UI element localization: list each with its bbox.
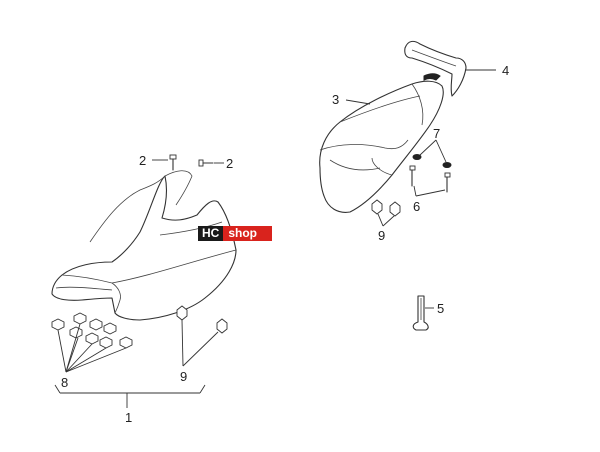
callout-9-front: 9 [180, 369, 187, 384]
callout-6: 6 [413, 199, 420, 214]
grommet-lower [442, 162, 452, 168]
nut-leaders [57, 323, 127, 373]
callout-9-rear: 9 [378, 228, 385, 243]
nut-cluster [51, 312, 133, 349]
callout-2-right: 2 [226, 156, 233, 171]
callout-5: 5 [437, 301, 444, 316]
front-seat [51, 170, 237, 321]
hcshop-watermark: HC shop [198, 226, 272, 241]
callout-2-left: 2 [139, 153, 146, 168]
screw-lower [198, 159, 214, 167]
latch-bracket [412, 295, 429, 331]
grommet-upper [412, 154, 422, 160]
watermark-hc: HC [198, 226, 224, 241]
part1-bracket [54, 384, 206, 408]
grab-rail [404, 40, 467, 97]
nut-front-left [176, 305, 188, 321]
bolt-right [444, 172, 451, 193]
nut-rear-left [371, 199, 383, 215]
bolt-left [409, 165, 416, 187]
callout-7: 7 [433, 126, 440, 141]
rear-seat [319, 73, 444, 213]
callout-4: 4 [502, 63, 509, 78]
callout-3: 3 [332, 92, 339, 107]
callout-8: 8 [61, 375, 68, 390]
nut-front-right [216, 318, 228, 334]
callout-1: 1 [125, 410, 132, 425]
watermark-shop: shop [223, 226, 272, 241]
nut-rear-right [389, 201, 401, 217]
screw-upper [169, 154, 177, 171]
